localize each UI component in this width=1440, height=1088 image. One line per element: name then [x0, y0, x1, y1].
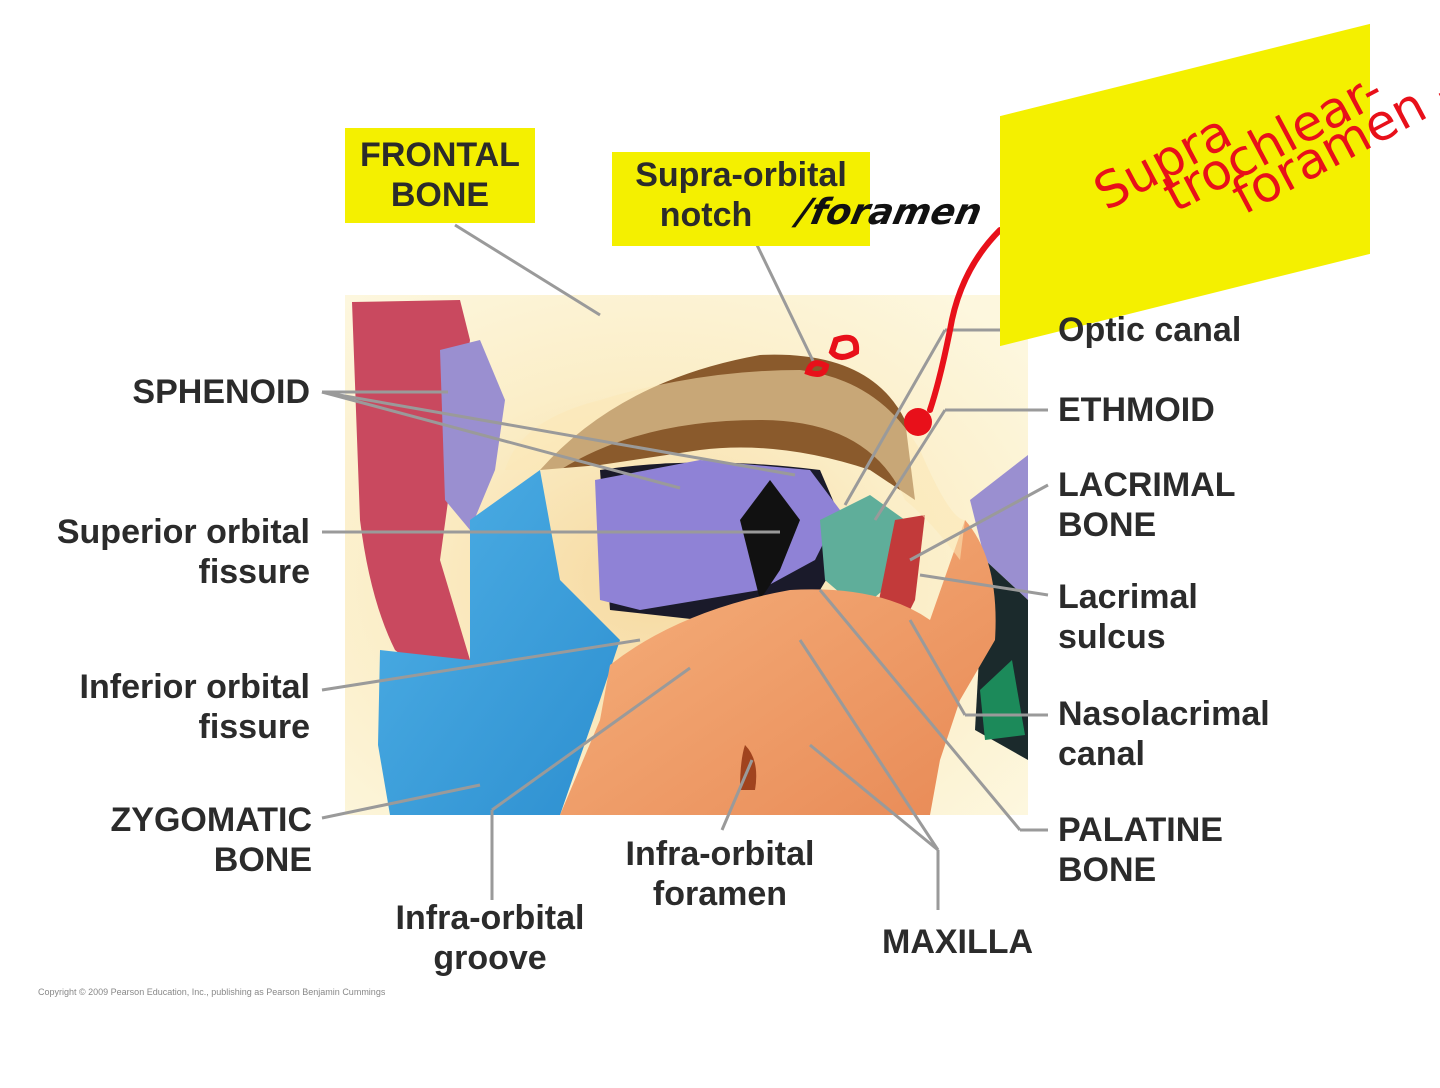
copyright-notice: Copyright © 2009 Pearson Education, Inc.…	[38, 987, 386, 997]
label-supra-orbital-notch: Supra-orbital notch	[635, 156, 847, 234]
leader-lines	[321, 223, 1049, 910]
label-nasolacrimal-canal: Nasolacrimal canal	[1058, 695, 1270, 773]
label-superior-orbital-fissure: Superior orbital fissure	[56, 513, 310, 591]
highlight-frontal-bone	[345, 128, 535, 223]
label-frontal-bone: FRONTAL BONE	[360, 136, 520, 214]
sphenoid-greater-wing	[440, 340, 505, 530]
label-inferior-orbital-fissure: Inferior orbital fissure	[79, 668, 310, 746]
label-ethmoid: ETHMOID	[1058, 391, 1215, 429]
label-optic-canal: Optic canal	[1058, 311, 1242, 349]
label-infra-orbital-groove: Infra-orbital groove	[395, 899, 585, 977]
maxilla-region	[560, 520, 996, 815]
label-lacrimal-bone: LACRIMAL BONE	[1058, 466, 1236, 544]
label-infra-orbital-foramen: Infra-orbital foramen	[625, 835, 815, 913]
label-zygomatic-bone: ZYGOMATIC BONE	[110, 801, 312, 879]
supratrochlear-mark	[904, 408, 932, 436]
superior-orbital-fissure-mark	[740, 480, 800, 600]
zygomatic-region	[378, 470, 620, 815]
handwritten-foramen: /foramen	[793, 192, 986, 233]
label-maxilla: MAXILLA	[882, 923, 1034, 961]
label-lacrimal-sulcus: Lacrimal sulcus	[1058, 578, 1198, 656]
orbital-rim	[505, 370, 965, 560]
highlight-supra-orbital	[612, 152, 870, 246]
nasal-green	[980, 660, 1025, 740]
label-sphenoid: SPHENOID	[132, 373, 310, 411]
label-palatine-bone: PALATINE BONE	[1058, 811, 1223, 889]
red-ink-marks	[804, 227, 1003, 413]
nasal-region	[970, 455, 1028, 600]
